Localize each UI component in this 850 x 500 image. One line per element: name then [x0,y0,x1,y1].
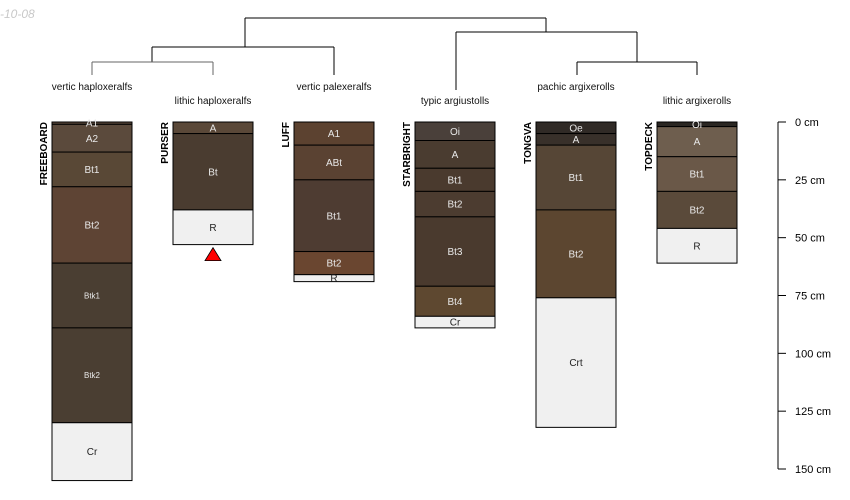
horizon-a [656,126,738,158]
horizon-label: Bt1 [689,170,704,181]
horizon-label: Bt1 [568,173,583,184]
horizon-label: A [452,150,459,161]
horizon-label: A [573,135,580,146]
horizon-r [172,209,254,246]
horizon-btk1 [51,262,133,329]
horizon-label: Bt2 [568,249,583,260]
horizon-label: Crt [569,358,583,369]
horizon-cr [51,422,133,482]
profile-name: FREEBOARD [39,122,50,185]
horizon-bt1 [656,156,738,192]
horizon-label: Bt [208,167,218,178]
horizon-btk2 [51,327,133,424]
horizon-label: R [693,241,700,252]
horizon-label: Bt1 [84,165,99,176]
taxon-label: vertic palexeralfs [296,82,371,93]
horizon-r [656,227,738,264]
taxon-label: vertic haploxeralfs [52,82,133,93]
horizon-cr [414,315,496,329]
horizon-bt4 [414,285,496,317]
horizon-label: Btk2 [84,371,101,380]
depth-tick-label: 50 cm [795,233,825,245]
depth-tick-label: 150 cm [795,464,831,476]
horizon-crt [535,297,617,428]
horizon-label: A [694,137,701,148]
horizon-label: Btk1 [84,291,101,300]
horizon-bt2 [535,209,617,299]
horizon-r [293,274,375,283]
depth-tick-label: 0 cm [795,117,819,129]
depth-tick-label: 100 cm [795,348,831,360]
horizon-bt1 [293,179,375,253]
horizon-bt2 [414,190,496,218]
horizon-label: Oi [692,120,702,131]
horizon-label: Bt1 [447,175,462,186]
date-stamp: -10-08 [0,7,35,21]
horizon-label: Bt2 [326,259,341,270]
horizon-label: R [330,274,337,285]
horizon-label: Bt2 [689,205,704,216]
horizon-label: A2 [86,134,99,145]
horizon-label: Bt1 [326,211,341,222]
depth-tick-label: 75 cm [795,291,825,303]
horizon-a2 [51,123,133,153]
truncation-marker-icon [204,246,222,262]
profile-name: LUFF [281,122,292,148]
horizon-a [414,140,496,169]
horizon-label: ABt [326,158,342,169]
horizon-label: Oi [450,127,460,138]
depth-tick-label: 125 cm [795,406,831,418]
horizon-bt3 [414,216,496,287]
horizon-label: Cr [450,318,461,329]
profile-name: TOPDECK [644,121,655,170]
profile-name: TONGVA [523,122,534,164]
profile-name: STARBRIGHT [402,122,413,187]
horizon-bt1 [51,151,133,188]
horizon-label: Bt2 [84,221,99,232]
horizon-bt1 [535,144,617,211]
horizon-label: Oe [569,123,583,134]
horizon-label: A [210,123,217,134]
horizon-label: Bt4 [447,297,462,308]
horizon-label: Bt2 [447,200,462,211]
horizon-label: Bt3 [447,247,462,258]
depth-tick-label: 25 cm [795,175,825,187]
horizon-bt [172,133,254,211]
profile-name: PURSER [160,121,171,163]
taxon-label: typic argiustolls [421,96,489,107]
horizon-bt2 [656,190,738,229]
horizon-label: R [209,223,216,234]
horizon-label: Cr [87,447,98,458]
horizon-label: A1 [328,129,341,140]
taxon-label: lithic haploxeralfs [175,96,252,107]
horizon-bt2 [51,186,133,264]
horizon-label: A1 [86,119,99,130]
taxon-label: lithic argixerolls [663,96,731,107]
taxon-label: pachic argixerolls [537,82,614,93]
